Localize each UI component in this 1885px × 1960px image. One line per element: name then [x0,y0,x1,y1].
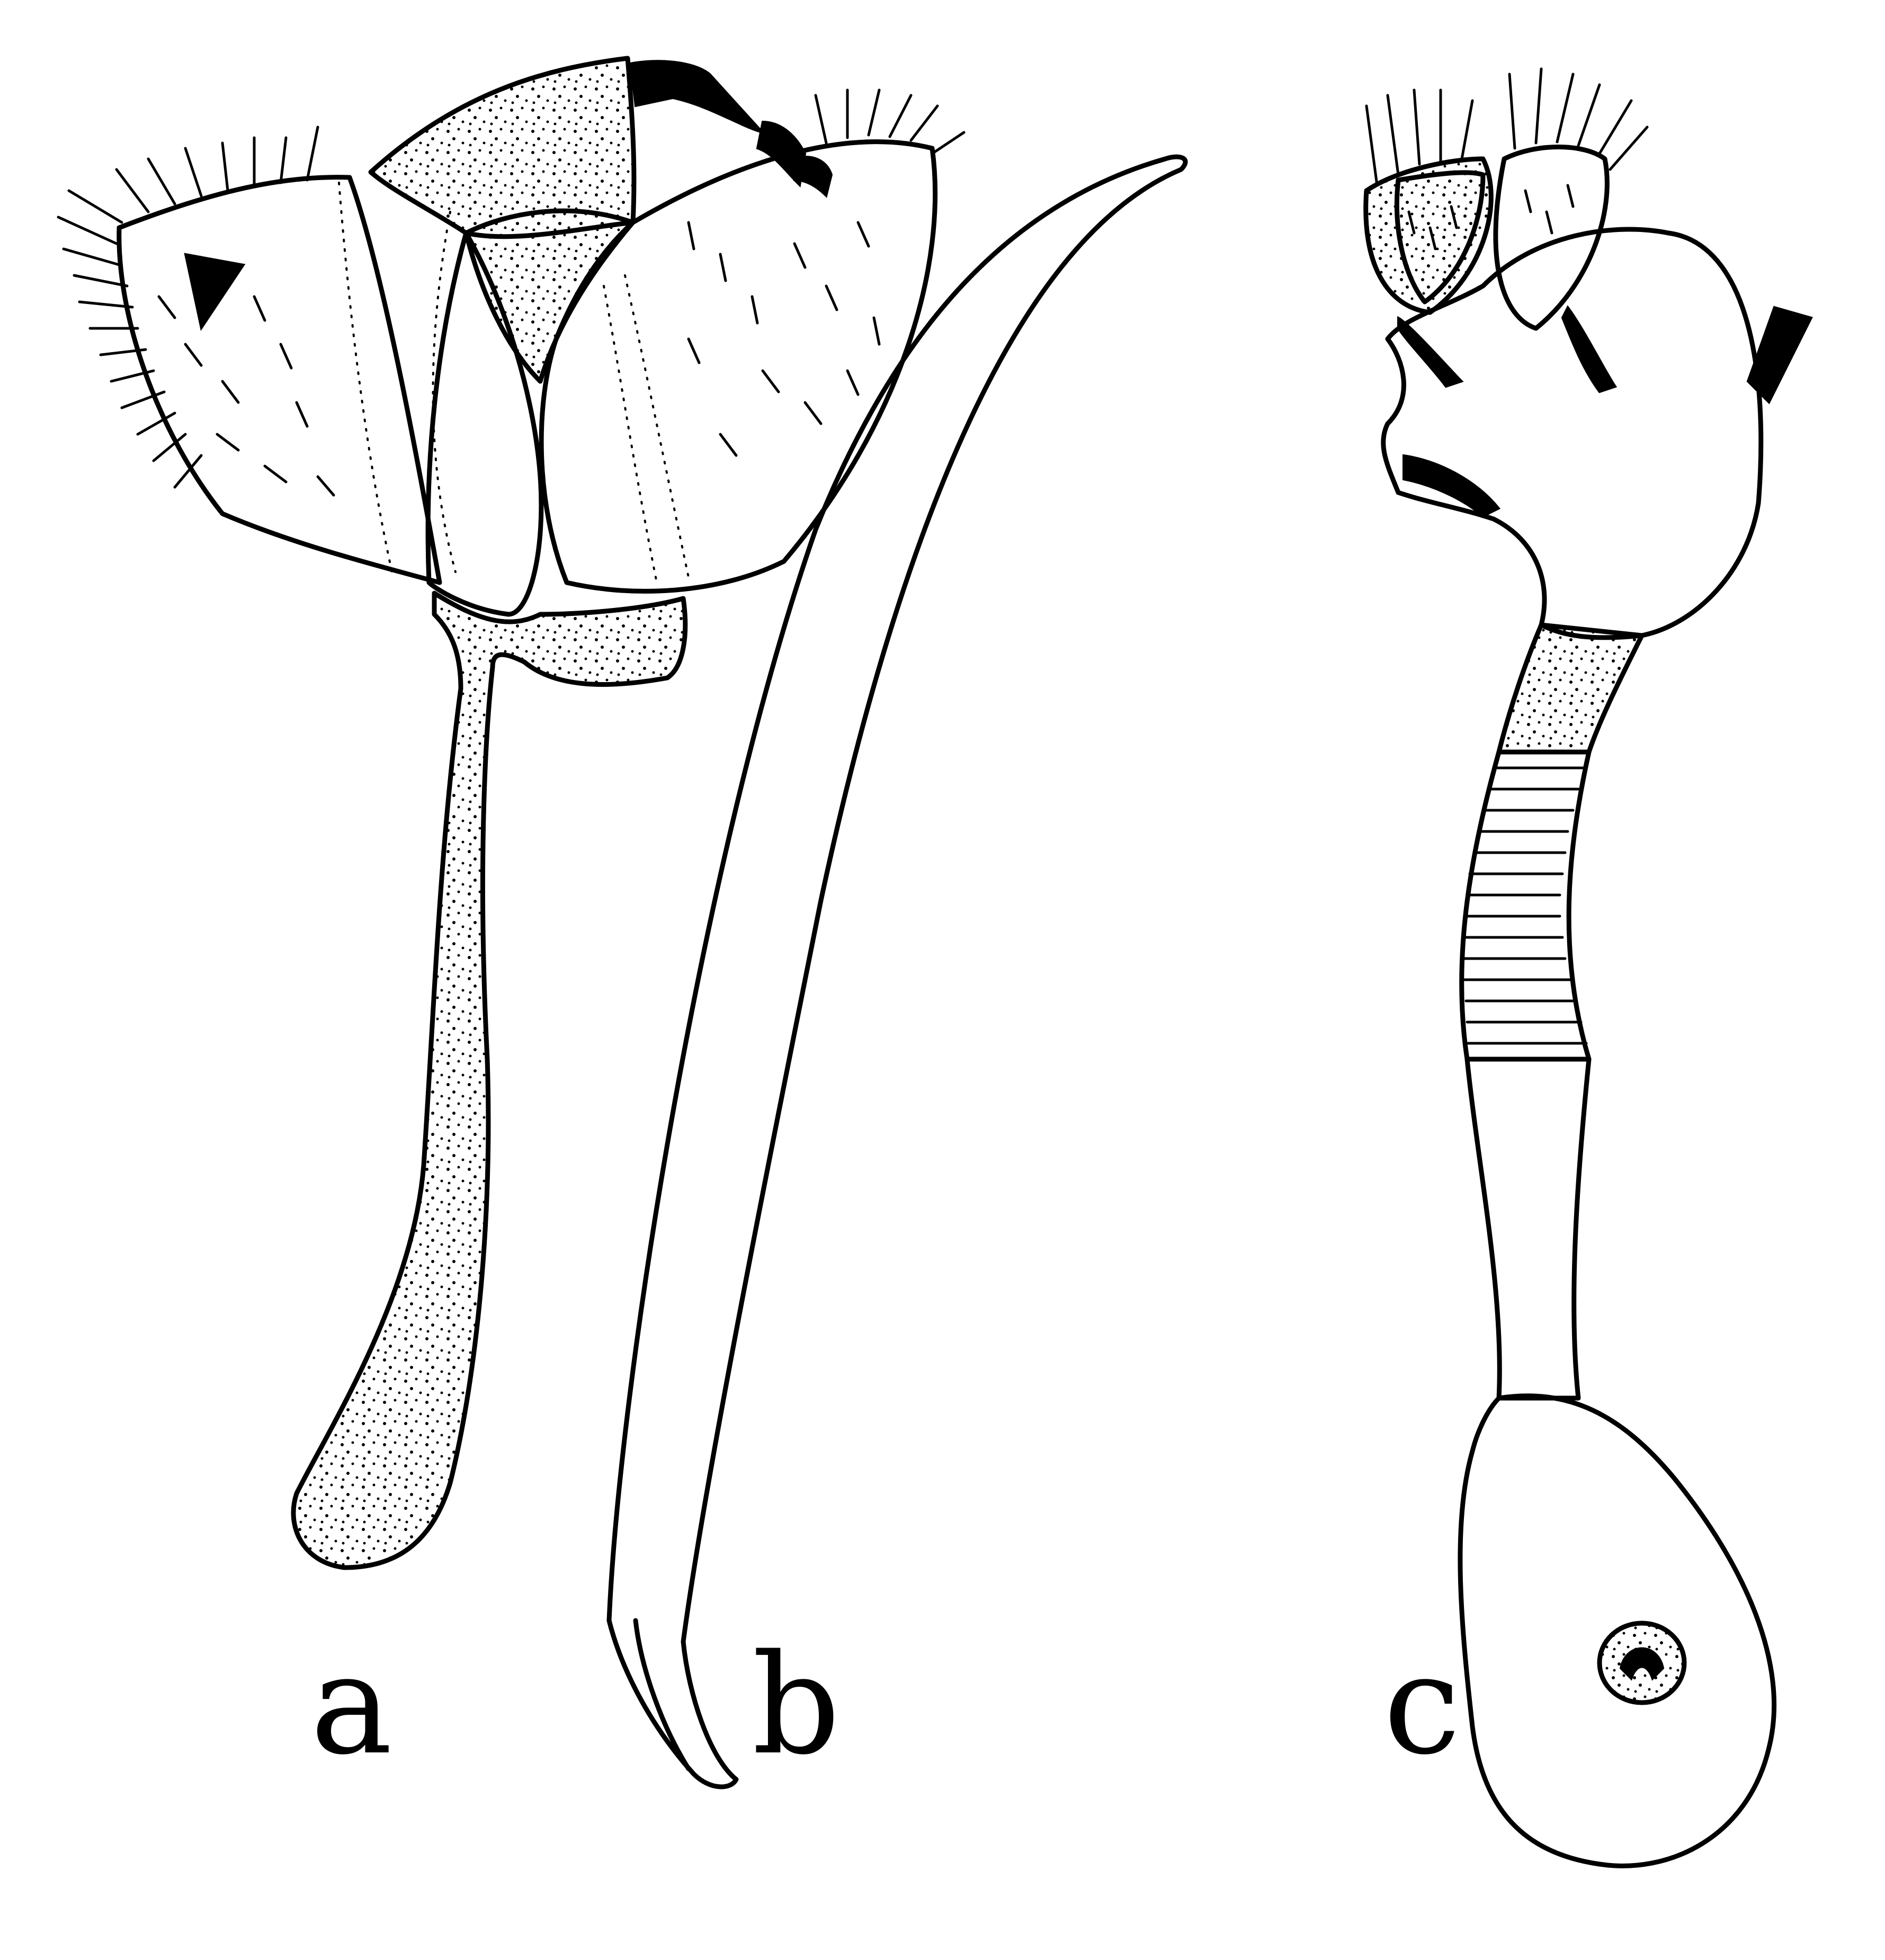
black-spine [629,60,766,135]
corpus-bursae [1458,1393,1777,1868]
duct-rings [1461,766,1588,1045]
panel-a-drawing [57,56,966,1570]
panel-label-a: a [310,1625,393,1785]
hair-texture [157,221,881,497]
small-lobe-right [1493,145,1610,331]
elongate-rod [606,154,1188,1789]
left-lobe [117,175,442,585]
setae-left [57,126,319,489]
panel-c-drawing [1363,67,1813,1868]
panel-b-drawing [606,154,1188,1789]
apodeme [291,590,688,1570]
panel-label-b: b [752,1625,841,1785]
setae-c [1365,67,1649,187]
lower-duct [1464,1057,1592,1401]
panel-label-c: c [1383,1625,1461,1785]
stippled-neck [1496,622,1645,755]
right-lobe [539,139,938,594]
triangle-spine [184,253,246,332]
ringed-duct [1459,749,1592,1062]
setae-right [814,88,966,155]
central-hood [368,56,637,239]
central-plate [425,230,544,617]
